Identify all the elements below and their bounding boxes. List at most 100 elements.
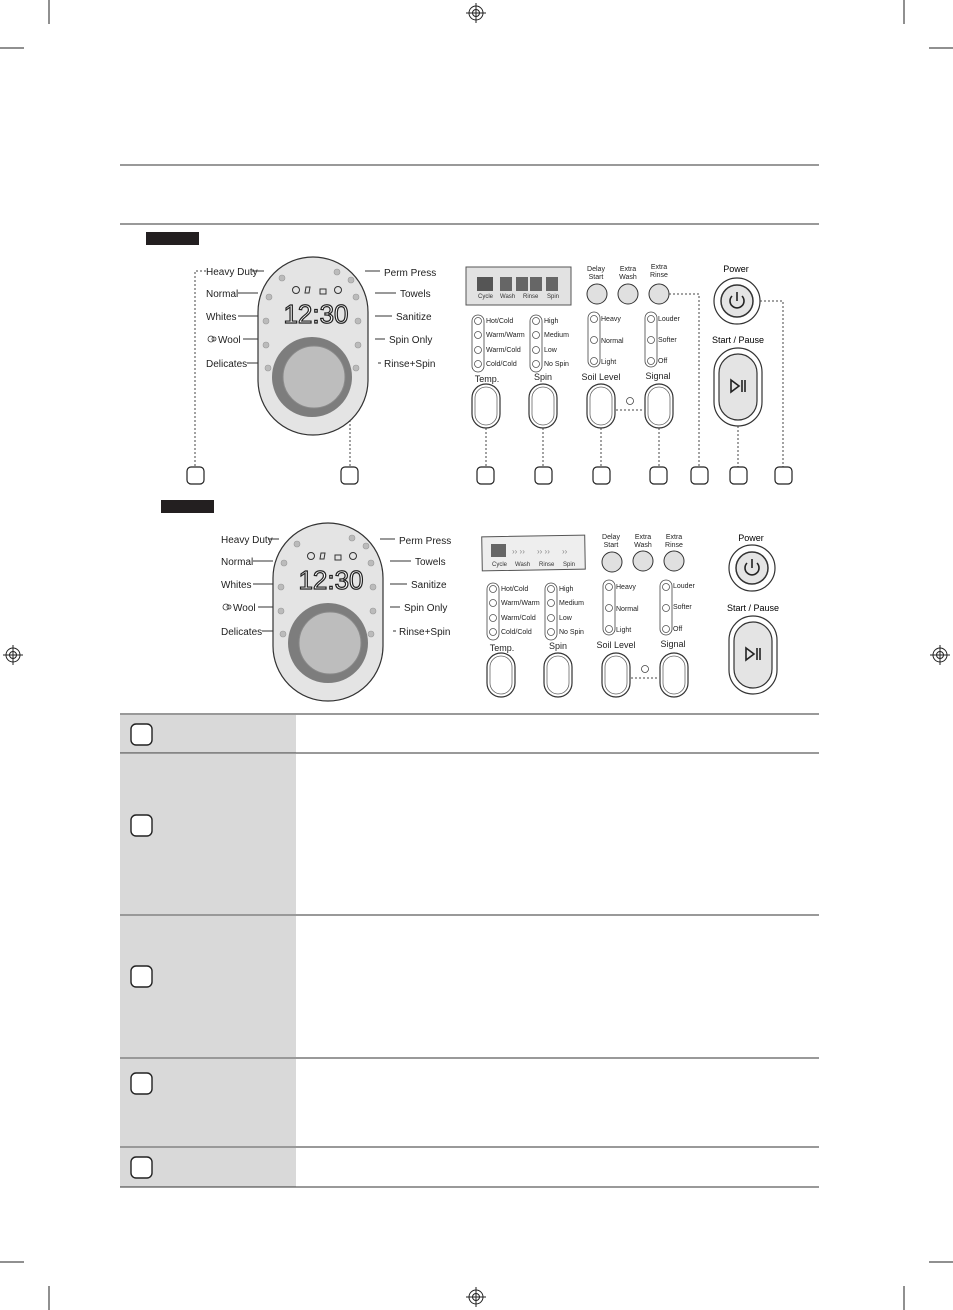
- start-pause-button[interactable]: [713, 347, 763, 427]
- panel-label-text: Cold/Cold: [501, 629, 532, 636]
- panel-label-text: Spin: [549, 641, 567, 651]
- panel-label-text: Normal: [601, 338, 624, 345]
- panel-label-text: Start: [604, 542, 619, 549]
- panel-label-text: Normal: [616, 606, 639, 613]
- panel-label-text: Softer: [673, 604, 692, 611]
- panel-label-text: Start: [589, 274, 604, 281]
- panel-label-text: Heavy: [616, 584, 636, 591]
- signal-button[interactable]: [659, 652, 689, 698]
- panel-label-text: Extra: [620, 266, 636, 273]
- panel-label-text: Temp.: [490, 643, 515, 653]
- panel-label-text: High: [544, 318, 559, 325]
- panel-label-text: Perm Press: [399, 536, 451, 547]
- play-pause-icon: [730, 378, 746, 394]
- status-icons: [292, 286, 342, 295]
- panel-label-text: Wash: [619, 274, 637, 281]
- panel-label-text: Light: [616, 627, 631, 634]
- cycle-label-left: Delicates: [206, 359, 247, 370]
- panel-label-text: Sanitize: [411, 580, 447, 591]
- panel-label-text: Low: [559, 615, 573, 622]
- cycle-label-right: Perm Press: [384, 268, 436, 279]
- start-pause-button[interactable]: [728, 615, 778, 695]
- panel-label-text: Delay: [587, 266, 605, 273]
- registration-mark-left: [3, 645, 23, 665]
- panel-label-text: Cold/Cold: [486, 361, 517, 368]
- registration-mark-top: [466, 3, 486, 23]
- panel-label-text: Spin: [534, 372, 552, 382]
- panel-label-text: Hot/Cold: [501, 586, 528, 593]
- panel-label-text: Warm/Cold: [486, 347, 521, 354]
- panel-label-text: Soil Level: [581, 372, 620, 382]
- cycle-label-left: Whites: [206, 312, 237, 323]
- cycle-selector-dial[interactable]: 12:30: [272, 522, 384, 702]
- panel-label-text: Rinse: [650, 272, 668, 279]
- table-row-markers: [130, 723, 153, 1179]
- cycle-label-right: Rinse+Spin: [384, 359, 435, 370]
- table-label-column: [120, 715, 296, 1187]
- panel-label-text: ›› ››: [537, 547, 550, 556]
- control-panel-a: 12:30 Heavy Duty Normal Whites Wool Deli…: [0, 250, 953, 490]
- cycle-label-left: Wool: [218, 335, 241, 346]
- panel-label-text: 12:30: [298, 565, 363, 595]
- panel-label-text: Medium: [559, 600, 584, 607]
- panel-label-text: Rinse: [523, 294, 539, 300]
- panel-label-text: Low: [544, 347, 558, 354]
- child-lock-icon: [626, 397, 634, 405]
- panel-label-text: Start / Pause: [727, 603, 779, 613]
- power-icon: [744, 559, 760, 576]
- panel-label-text: Wash: [515, 562, 530, 568]
- delay-start-button[interactable]: [601, 551, 623, 573]
- panel-label-text: Extra: [635, 534, 651, 541]
- extra-wash-button[interactable]: [617, 283, 639, 305]
- panel-label-text: High: [559, 586, 574, 593]
- extra-rinse-button[interactable]: [663, 550, 685, 572]
- power-icon: [729, 292, 745, 309]
- dial-knob: [282, 345, 346, 409]
- child-lock-icon: [641, 665, 649, 673]
- panel-label-text: Off: [658, 358, 667, 365]
- panel-label-text: Heavy: [601, 316, 621, 323]
- panel-label-text: Rinse+Spin: [399, 627, 450, 638]
- panel-label-text: Spin Only: [404, 603, 447, 614]
- wool-icon: [207, 335, 217, 343]
- panel-label-text: Louder: [673, 583, 695, 590]
- cycle-label-left: Normal: [206, 289, 238, 300]
- cycle-label-right: Spin Only: [389, 335, 432, 346]
- control-panel-b: 12:30 Heavy Duty Normal Whites Wool Deli…: [0, 518, 953, 708]
- panel-label-text: Rinse: [665, 542, 683, 549]
- dial-time-display: 12:30: [283, 299, 348, 329]
- cycle-label-right: Towels: [400, 289, 431, 300]
- control-panel-b-drawing: 12:30 Heavy Duty Normal Whites Wool Deli…: [221, 522, 779, 702]
- panel-label-text: Spin: [547, 294, 559, 300]
- delay-start-button[interactable]: [586, 283, 608, 305]
- extra-wash-button[interactable]: [632, 550, 654, 572]
- cycle-selector-dial[interactable]: 12:30: [257, 256, 369, 436]
- panel-label-text: Extra: [666, 534, 682, 541]
- soil-level-button[interactable]: [601, 652, 631, 698]
- play-pause-icon: [745, 646, 761, 662]
- power-label: Power: [723, 264, 749, 274]
- panel-label-text: No Spin: [544, 361, 569, 368]
- panel-label-text: Softer: [658, 337, 677, 344]
- panel-label-text: Wool: [233, 603, 256, 614]
- panel-label-text: Wash: [500, 294, 515, 300]
- cycle-label-left: Heavy Duty: [206, 267, 258, 278]
- temp-button[interactable]: [486, 652, 516, 698]
- power-button[interactable]: [728, 544, 776, 592]
- spin-button[interactable]: [543, 652, 573, 698]
- panel-label-text: Rinse: [539, 562, 555, 568]
- panel-label-text: Delicates: [221, 627, 262, 638]
- panel-label-text: No Spin: [559, 629, 584, 636]
- panel-label-text: Delay: [602, 534, 620, 541]
- callout-markers: [186, 466, 793, 485]
- power-button[interactable]: [713, 277, 761, 325]
- panel-label-text: Power: [738, 533, 764, 543]
- panel-label-text: Temp.: [475, 374, 500, 384]
- panel-label-text: ››: [562, 547, 568, 556]
- panel-label-text: Hot/Cold: [486, 318, 513, 325]
- panel-label-text: Louder: [658, 316, 680, 323]
